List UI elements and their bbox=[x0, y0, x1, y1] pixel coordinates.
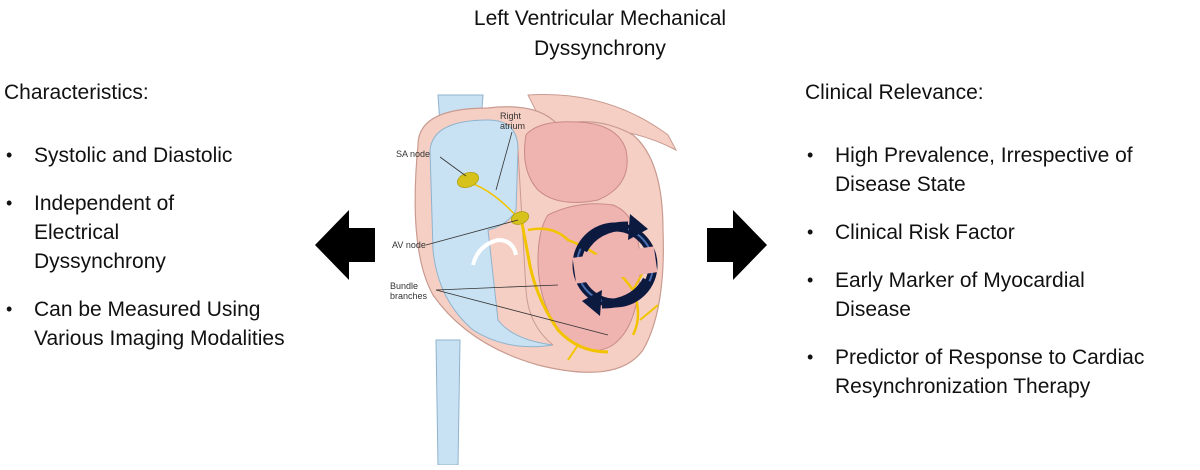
right-atrium-leader bbox=[495, 131, 513, 191]
purkinje-path-3 bbox=[567, 344, 579, 361]
clinical-relevance-item: Predictor of Response to Cardiac Resynch… bbox=[805, 343, 1175, 401]
right-atrium-label-1: Right bbox=[500, 111, 522, 121]
clinical-relevance-list: High Prevalence, Irrespective of Disease… bbox=[805, 141, 1200, 420]
title-line-1: Left Ventricular Mechanical bbox=[473, 7, 727, 30]
bundle-label-2: branches bbox=[390, 291, 428, 301]
arrow-left-icon bbox=[315, 210, 375, 280]
right-atrium-label-2: atrium bbox=[500, 121, 525, 131]
bundle-of-his-path bbox=[519, 217, 609, 354]
diagram-title: Left Ventricular Mechanical Dyssynchrony bbox=[330, 4, 870, 64]
arrow-left-shape bbox=[315, 210, 375, 280]
purkinje-path-2 bbox=[639, 304, 659, 321]
clinical-relevance-item: Early Marker of Myocardial Disease bbox=[805, 266, 1165, 324]
arrow-right-shape bbox=[707, 210, 767, 280]
sa-node-label: SA node bbox=[396, 149, 430, 159]
characteristics-item: Can be Measured Using Various Imaging Mo… bbox=[4, 295, 304, 353]
av-node-leader bbox=[425, 219, 519, 246]
arrow-right-icon bbox=[707, 210, 767, 280]
clinical-relevance-item: Clinical Risk Factor bbox=[805, 218, 1200, 247]
heart-illustration: Right atrium SA node AV node Bundle bran… bbox=[390, 94, 678, 465]
av-node-label: AV node bbox=[392, 240, 426, 250]
bundle-label-1: Bundle bbox=[390, 281, 418, 291]
septum-line bbox=[517, 149, 554, 346]
left-atrium-shape bbox=[524, 121, 628, 203]
characteristics-list: Systolic and Diastolic Independent of El… bbox=[4, 141, 304, 372]
rotation-arrows-icon bbox=[572, 214, 658, 316]
tricuspid-valve-shape bbox=[471, 237, 518, 266]
clinical-relevance-item: High Prevalence, Irrespective of Disease… bbox=[805, 141, 1195, 199]
av-node-shape bbox=[510, 211, 530, 225]
characteristics-item: Independent of Electrical Dyssynchrony bbox=[4, 189, 214, 276]
characteristics-item: Systolic and Diastolic bbox=[4, 141, 304, 170]
sa-node-leader bbox=[439, 156, 467, 177]
clinical-relevance-heading: Clinical Relevance: bbox=[805, 81, 984, 104]
bundle-leader-1 bbox=[435, 284, 559, 291]
inferior-vena-cava-shape bbox=[435, 339, 461, 465]
characteristics-heading: Characteristics: bbox=[4, 81, 149, 104]
sa-node-shape bbox=[456, 172, 480, 188]
bundle-leader-2 bbox=[435, 289, 609, 336]
title-line-2: Dyssynchrony bbox=[534, 37, 666, 60]
